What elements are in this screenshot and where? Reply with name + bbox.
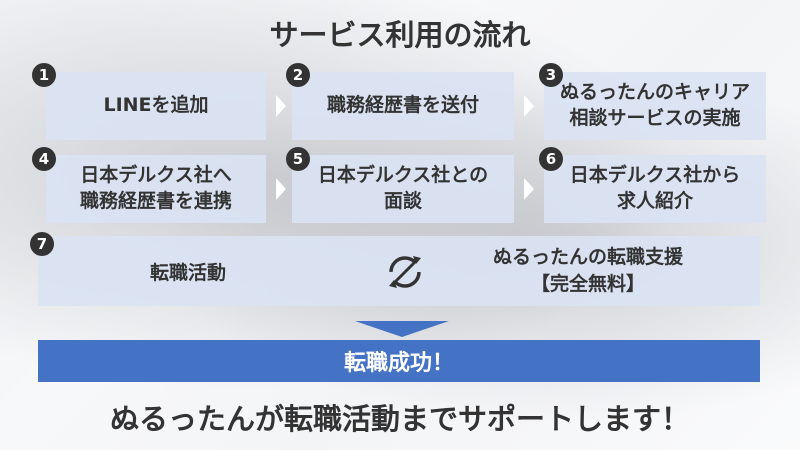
step-4-box: 日本デルクス社へ 職務経歴書を連携 [46, 155, 266, 223]
step-6-number: 6 [539, 147, 563, 171]
step-3-line2: 相談サービスの実施 [569, 107, 741, 129]
step-3-line1: ぬるったんのキャリア [559, 81, 750, 104]
chevron-right-icon [524, 178, 534, 200]
tagline: ぬるったんが転職活動までサポートします！ [109, 402, 690, 436]
step-1-number: 1 [32, 63, 56, 87]
step-7-number: 7 [30, 232, 54, 256]
step-5-line2: 面談 [383, 190, 422, 212]
result-banner: 転職成功！ [38, 340, 760, 382]
step-2-box: 職務経歴書を送付 [292, 72, 514, 140]
step-6-line2: 求人紹介 [616, 190, 693, 212]
step-3-number: 3 [539, 63, 563, 87]
step-5-box: 日本デルクス社との 面談 [292, 155, 514, 223]
chevron-right-icon [524, 95, 534, 117]
page-title: サービス利用の流れ [269, 18, 531, 52]
chevron-right-icon [276, 95, 286, 117]
chevron-right-icon [276, 178, 286, 200]
step-1-box: LINEを追加 [46, 72, 266, 140]
step-7-right: ぬるったんの転職支援 【完全無料】 [438, 236, 738, 306]
step-7-box: 転職活動 ぬるったんの転職支援 【完全無料】 [38, 236, 760, 306]
step-4-line1: 日本デルクス社へ [80, 164, 232, 187]
step-6-line1: 日本デルクス社から [569, 164, 741, 187]
step-2-line1: 職務経歴書を送付 [326, 94, 479, 117]
step-4-number: 4 [32, 147, 56, 171]
step-4-line2: 職務経歴書を連携 [79, 190, 232, 212]
refresh-cycle-icon [389, 256, 421, 288]
step-6-box: 日本デルクス社から 求人紹介 [544, 155, 766, 223]
step-5-line1: 日本デルクス社との [317, 164, 489, 187]
step-7-right-line1: ぬるったんの転職支援 [492, 246, 683, 269]
step-1-line1: LINEを追加 [103, 94, 209, 117]
step-7-right-line2: 【完全無料】 [530, 273, 645, 295]
step-2-number: 2 [286, 63, 310, 87]
step-3-box: ぬるったんのキャリア 相談サービスの実施 [544, 72, 766, 140]
step-7-left: 転職活動 [149, 261, 226, 284]
step-5-number: 5 [286, 147, 310, 171]
down-arrow-icon [355, 321, 449, 337]
